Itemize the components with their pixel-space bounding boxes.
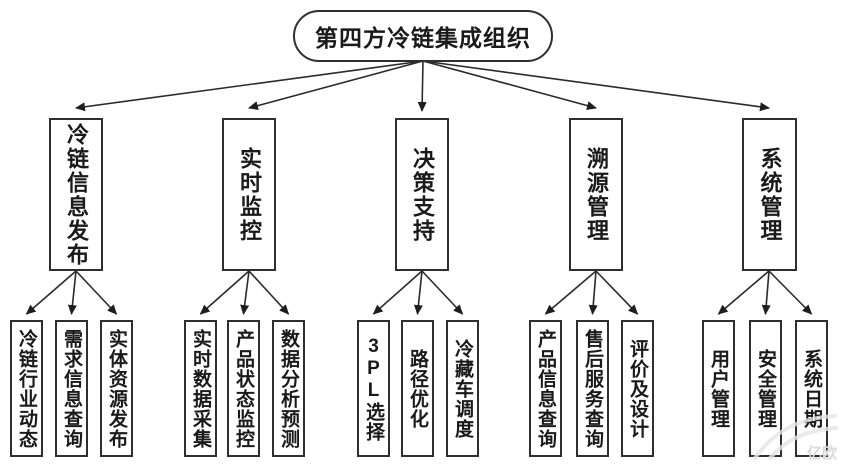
node-leaf-resource-release: 实体资源发布	[100, 320, 133, 457]
node-leaf-product-info-query: 产品信息查询	[529, 320, 562, 457]
node-leaf-3pl-selection: 3PL选择	[357, 320, 390, 457]
node-branch-info-release: 冷链信息发布	[49, 118, 103, 271]
node-leaf-status-monitor: 产品状态监控	[227, 320, 260, 457]
node-branch-decision-support: 决策支持	[395, 118, 449, 271]
node-leaf-aftersales-query: 售后服务查询	[576, 320, 609, 457]
node-leaf-system-date: 系统日期	[795, 320, 828, 457]
node-leaf-evaluation-design: 评价及设计	[621, 320, 654, 457]
node-branch-realtime-monitor: 实时监控	[222, 118, 276, 271]
node-branch-trace-management: 溯源管理	[569, 118, 623, 271]
node-leaf-user-management: 用户管理	[702, 320, 735, 457]
node-leaf-analysis-forecast: 数据分析预测	[272, 320, 305, 457]
node-leaf-route-optimize: 路径优化	[401, 320, 434, 457]
node-branch-system-management: 系统管理	[742, 118, 797, 271]
node-leaf-data-collection: 实时数据采集	[184, 320, 217, 457]
node-leaf-demand-query: 需求信息查询	[55, 320, 88, 457]
node-leaf-security-management: 安全管理	[749, 320, 782, 457]
node-leaf-industry-trends: 冷链行业动态	[10, 320, 43, 457]
node-leaf-reefer-dispatch: 冷藏车调度	[446, 320, 479, 457]
node-root: 第四方冷链集成组织	[293, 10, 553, 62]
